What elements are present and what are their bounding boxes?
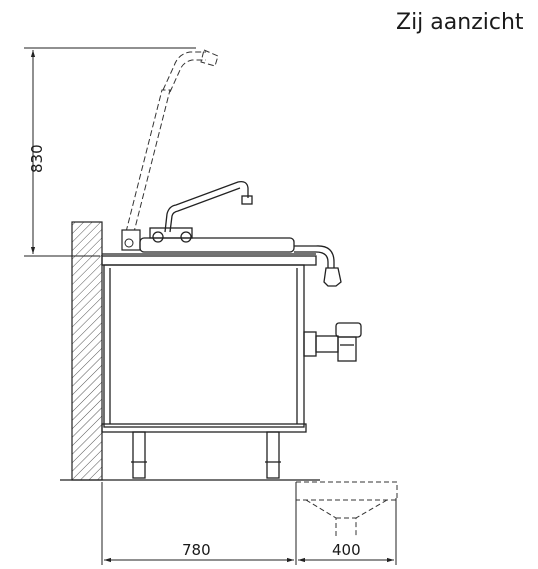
- wall: [71, 221, 103, 481]
- dimension-height-label: 830: [28, 144, 46, 173]
- drain-valve: [303, 322, 362, 362]
- side-hose-tap: [294, 245, 342, 287]
- dimension-depth-label: 780: [182, 541, 211, 559]
- tilt-lever: [125, 49, 219, 233]
- dimension-height: [24, 47, 196, 257]
- legs: [131, 431, 281, 479]
- kettle-body: [101, 264, 307, 433]
- lever-pivot: [124, 238, 134, 248]
- dimension-depth: [101, 482, 397, 565]
- water-tap: [149, 180, 253, 243]
- floor-drain: [295, 481, 398, 538]
- view-title: Zij aanzicht: [396, 10, 524, 35]
- dimension-drain-label: 400: [332, 541, 361, 559]
